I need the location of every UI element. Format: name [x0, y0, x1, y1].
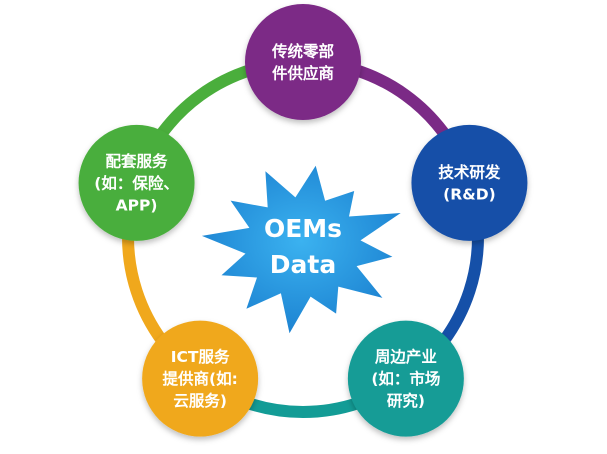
node-circle-parts-suppliers — [245, 4, 361, 120]
node-label-ict-line-2: 提供商(如: — [162, 369, 237, 388]
node-circle-rnd — [411, 124, 528, 241]
node-circle-industry — [347, 320, 464, 437]
burst-shape — [201, 165, 401, 334]
node-label-parts-suppliers-line-2: 件供应商 — [272, 63, 334, 82]
node-label-parts-suppliers-line-1: 传统零部 — [271, 41, 335, 60]
node-label-industry-line-3: 研究) — [387, 391, 425, 410]
node-label-industry-line-2: (如：市场 — [371, 369, 440, 388]
node-label-ict-line-1: ICT服务 — [171, 347, 230, 366]
node-label-services-line-3: APP) — [116, 196, 158, 214]
node-circle-services — [78, 124, 195, 241]
node-label-services-line-1: 配套服务 — [106, 151, 169, 170]
node-label-rnd-line-2: (R&D) — [443, 185, 496, 203]
node-label-industry-line-1: 周边产业 — [375, 347, 437, 366]
center-label-line-1: OEMs — [264, 214, 342, 243]
node-label-ict-line-3: 云服务) — [173, 391, 227, 410]
node-services: 配套服务 (如：保险、 APP) — [78, 124, 195, 241]
center-label-line-2: Data — [270, 250, 336, 279]
node-circle-ict — [142, 320, 259, 437]
node-label-services-line-2: (如：保险、 — [94, 173, 179, 192]
node-label-rnd-line-1: 技术研发 — [438, 162, 501, 181]
node-rnd: 技术研发 (R&D) — [411, 124, 528, 241]
center-burst: OEMs Data — [201, 165, 401, 334]
